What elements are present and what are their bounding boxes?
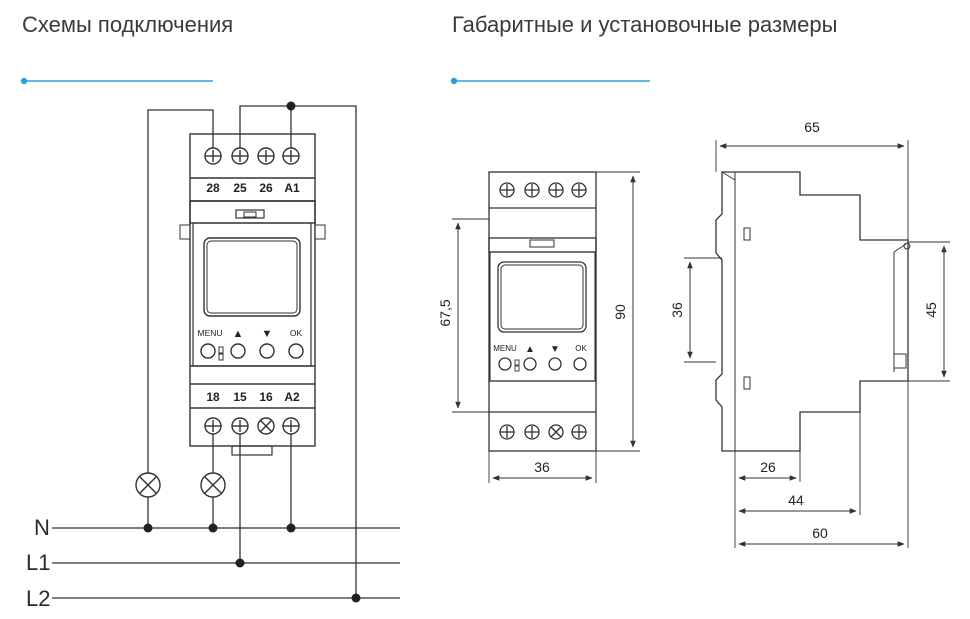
ok-button[interactable]	[288, 343, 304, 359]
line-label-n: N	[34, 515, 50, 540]
ok-button-label: OK	[290, 328, 303, 338]
line-label-l2: L2	[26, 586, 50, 611]
front-down-label: ▼	[550, 344, 560, 355]
front-menu-label: MENU	[493, 344, 517, 353]
down-button[interactable]	[259, 343, 275, 359]
dim-label-36-front: 36	[534, 459, 550, 475]
up-button-label: ▲	[233, 328, 244, 340]
terminal-label-top-3: 26	[259, 181, 273, 195]
terminal-label-top-4: A1	[284, 181, 300, 195]
wiring-diagrams-heading: Схемы подключения	[22, 12, 234, 37]
side-view	[684, 140, 950, 548]
down-button-label: ▼	[262, 328, 273, 340]
terminal-label-top-1: 28	[206, 181, 220, 195]
dim-label-67-5: 67,5	[437, 299, 453, 326]
dim-label-45: 45	[923, 302, 939, 318]
up-button[interactable]	[230, 343, 246, 359]
dim-label-44: 44	[788, 492, 804, 508]
terminal-label-top-2: 25	[233, 181, 247, 195]
junction-nodes	[143, 101, 361, 603]
lcd-display	[203, 237, 301, 317]
front-view	[452, 171, 640, 483]
menu-button[interactable]	[200, 343, 216, 359]
dim-label-36-side: 36	[669, 302, 685, 318]
dim-label-26: 26	[760, 459, 776, 475]
relay-body	[189, 133, 316, 447]
dim-label-90: 90	[612, 304, 628, 320]
terminal-label-bottom-2: 15	[233, 390, 247, 404]
front-up-label: ▲	[525, 344, 535, 355]
wiring-diagram	[52, 105, 400, 599]
lamp-left	[135, 472, 161, 498]
wires	[52, 105, 400, 599]
front-ok-label: OK	[575, 344, 587, 353]
dim-label-60: 60	[812, 525, 828, 541]
terminal-label-bottom-1: 18	[206, 390, 220, 404]
accent-underline-left	[20, 77, 213, 85]
terminal-label-bottom-4: A2	[284, 390, 300, 404]
menu-button-label: MENU	[197, 328, 222, 338]
lamp-right	[200, 472, 226, 498]
line-label-l1: L1	[26, 550, 50, 575]
dimensions-heading: Габаритные и установочные размеры	[452, 12, 838, 37]
accent-underline-right	[450, 77, 650, 85]
dim-label-65: 65	[804, 119, 820, 135]
terminal-label-bottom-3: 16	[259, 390, 273, 404]
